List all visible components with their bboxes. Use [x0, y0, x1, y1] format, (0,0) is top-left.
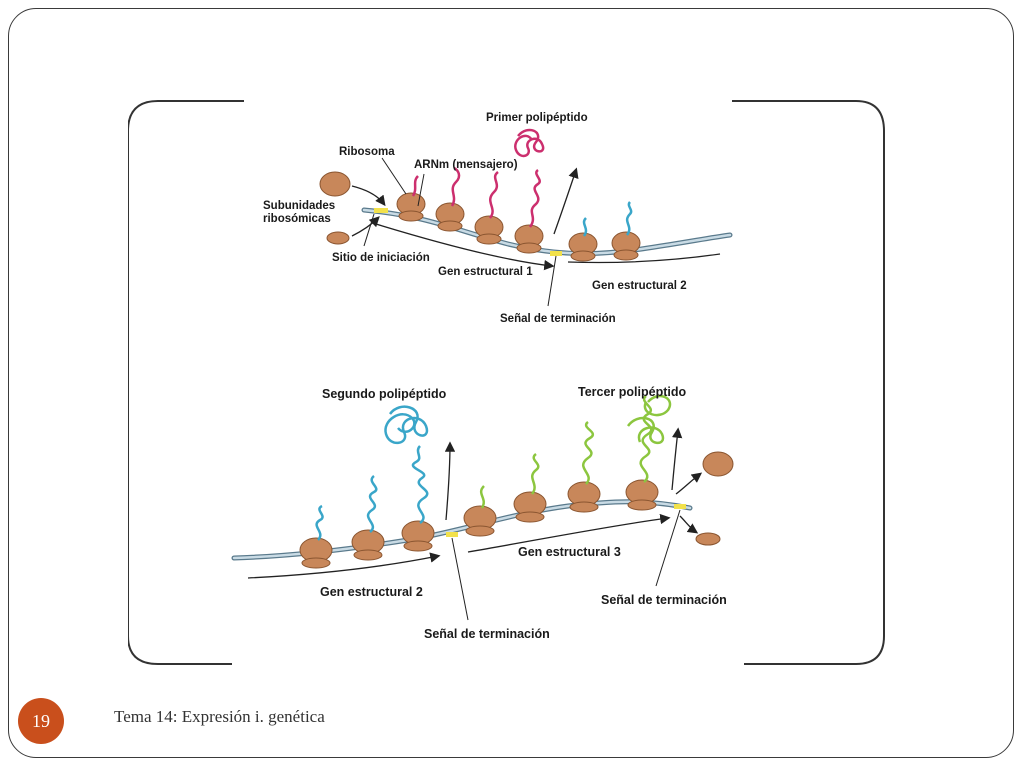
termination-signal-marker-3 — [674, 504, 686, 509]
ribosome — [611, 201, 641, 261]
termination-signal-marker-top — [550, 251, 562, 256]
label-senal-terminacion-bottom-1: Señal de terminación — [424, 627, 550, 641]
bottom-panel: Segundo polipéptido Tercer polipéptido G… — [231, 385, 734, 641]
pointer-senal-bottom-1 — [451, 537, 469, 621]
top-panel: Primer polipéptido Ribosoma ARNm (mensaj… — [263, 112, 733, 325]
arrow-subunit-small — [351, 216, 380, 237]
ribosome — [514, 168, 544, 254]
label-gen-estructural-2-top: Gen estructural 2 — [592, 280, 687, 292]
diagram-bracket-left — [128, 100, 244, 665]
ribosome — [625, 395, 659, 511]
arrow-gen2-bottom — [247, 552, 441, 579]
ribosome — [474, 171, 504, 245]
ribosome — [567, 421, 601, 513]
label-arnm: ARNm (mensajero) — [414, 159, 518, 171]
ribosome — [351, 475, 385, 561]
ribosome — [568, 217, 598, 262]
label-subunidades-2: ribosómicas — [263, 213, 331, 225]
label-senal-terminacion-top: Señal de terminación — [500, 313, 616, 325]
label-subunidades-1: Subunidades — [263, 200, 335, 212]
released-large-subunit — [702, 451, 734, 477]
arrow-release-third — [671, 427, 683, 491]
ribosome — [396, 175, 426, 222]
arrow-gen1 — [375, 223, 555, 271]
first-polypeptide — [514, 128, 545, 158]
pointer-arnm — [417, 173, 425, 207]
label-ribosoma: Ribosoma — [339, 146, 395, 158]
released-small-subunit — [695, 532, 721, 546]
label-gen-estructural-1: Gen estructural 1 — [438, 266, 533, 278]
slide-frame — [8, 8, 1014, 758]
small-subunit — [326, 231, 350, 245]
label-sitio-iniciacion: Sitio de iniciación — [332, 252, 430, 264]
arrow-subunit-large — [351, 185, 386, 207]
label-segundo-polipeptido: Segundo polipéptido — [322, 387, 447, 401]
label-primer-polipeptido: Primer polipéptido — [486, 112, 588, 124]
ribosome — [513, 453, 547, 523]
pointer-senal-bottom-2 — [655, 509, 681, 587]
diagram-bracket-right — [732, 100, 885, 665]
pointer-ribosoma — [381, 157, 407, 195]
second-polypeptide — [384, 405, 429, 444]
slide-number: 19 — [32, 710, 50, 731]
label-gen-estructural-2-bottom: Gen estructural 2 — [320, 585, 423, 599]
ribosome — [463, 485, 497, 537]
pointer-sitio — [363, 213, 375, 247]
polyribosome-diagram: Primer polipéptido Ribosoma ARNm (mensaj… — [128, 100, 885, 665]
initiation-site-marker — [374, 208, 388, 213]
ribosome — [401, 445, 435, 552]
slide-footer-title: Tema 14: Expresión i. genética — [114, 707, 325, 726]
label-tercer-polipeptido: Tercer polipéptido — [578, 385, 686, 399]
termination-signal-marker-2 — [446, 532, 458, 537]
large-subunit — [319, 171, 351, 197]
third-polypeptide — [626, 394, 672, 444]
ribosome — [435, 166, 465, 232]
pointer-senal-top — [547, 255, 557, 307]
label-gen-estructural-3: Gen estructural 3 — [518, 545, 621, 559]
arrow-subunit-down — [679, 515, 699, 534]
arrow-gen2 — [567, 253, 721, 264]
arrow-subunit-up — [675, 472, 703, 495]
arrow-gen3 — [467, 513, 671, 553]
arrow-release-first — [553, 167, 579, 235]
ribosome — [299, 504, 333, 569]
label-senal-terminacion-bottom-2: Señal de terminación — [601, 593, 727, 607]
arrow-release-second — [444, 441, 456, 521]
slide-number-badge: 19 — [18, 698, 64, 744]
